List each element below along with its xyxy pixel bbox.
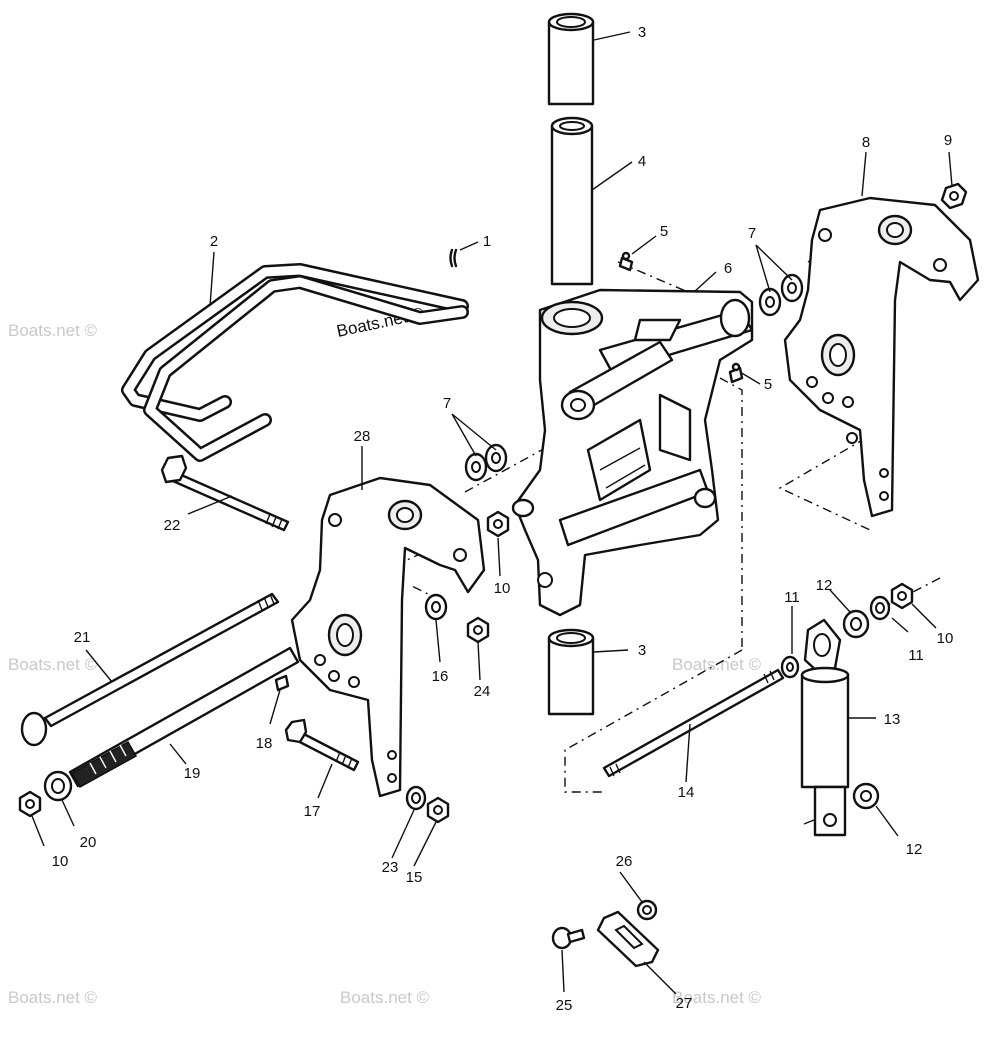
part-16-washer: [424, 593, 448, 621]
callout-21: 21: [74, 629, 91, 646]
callout-9: 9: [944, 132, 952, 149]
callout-11-left: 11: [784, 589, 800, 606]
part-17-bolt: [284, 718, 360, 772]
part-11-washer-left: [780, 655, 800, 679]
callout-27: 27: [676, 995, 693, 1012]
callout-19: 19: [184, 765, 201, 782]
part-27-plate: [596, 910, 660, 968]
part-7-washers-right: [758, 273, 804, 317]
part-28-clamp-bracket-left: [290, 476, 486, 798]
part-25-screw: [551, 926, 586, 950]
callout-20: 20: [80, 834, 97, 851]
part-19-tilt-tube: [68, 646, 300, 789]
part-8-clamp-bracket-right: [783, 196, 980, 518]
callout-1: 1: [483, 233, 491, 250]
callout-10-right: 10: [937, 630, 954, 647]
part-23-washer: [405, 785, 427, 811]
part-7-washers-left: [464, 443, 508, 482]
part-3-bushing-bottom: [547, 628, 595, 716]
part-1-cotter-pin: [449, 248, 458, 268]
callout-15: 15: [406, 869, 423, 886]
callout-16: 16: [432, 668, 449, 685]
part-3-bushing-top: [547, 12, 595, 106]
part-12-bushing-upper: [842, 609, 870, 639]
part-5-grease-fitting-lower: [728, 362, 744, 384]
callout-18: 18: [256, 735, 273, 752]
leader-lines: [31, 31, 953, 995]
part-10-nut-middle: [486, 510, 510, 538]
part-11-washer-right: [869, 595, 891, 621]
watermark: Boats.net ©: [8, 655, 98, 674]
callout-8: 8: [862, 134, 870, 151]
part-9-nut: [940, 182, 968, 210]
callout-5-upper: 5: [660, 223, 668, 240]
part-2-steering-bracket: [121, 263, 469, 462]
callout-13: 13: [884, 711, 901, 728]
part-21-long-bolt: [20, 592, 280, 747]
callout-10-middle: 10: [494, 580, 511, 597]
callout-26: 26: [616, 853, 633, 870]
watermark: Boats.net ©: [340, 988, 430, 1007]
callout-11-right: 11: [908, 647, 924, 664]
part-24-nut: [466, 616, 490, 644]
callout-10-left: 10: [52, 853, 69, 870]
callout-6: 6: [724, 260, 732, 277]
callout-24: 24: [474, 683, 491, 700]
callout-2: 2: [210, 233, 218, 250]
callout-3-bottom: 3: [638, 642, 646, 659]
part-22-bolt: [160, 454, 290, 532]
part-12-bushing-lower: [852, 782, 880, 810]
callout-12-upper: 12: [816, 577, 833, 594]
part-5-grease-fitting-upper: [618, 251, 634, 272]
callout-28: 28: [354, 428, 371, 445]
callout-14: 14: [678, 784, 695, 801]
part-20-spacer: [43, 770, 73, 802]
part-26-washer: [636, 899, 658, 921]
callout-25: 25: [556, 997, 573, 1014]
watermark: Boats.net ©: [8, 321, 98, 340]
part-4-tube: [550, 116, 594, 286]
part-14-rod: [602, 668, 785, 778]
watermark: Boats.net ©: [8, 988, 98, 1007]
callout-12-lower: 12: [906, 841, 923, 858]
callout-4: 4: [638, 153, 646, 170]
part-10-nut-right: [890, 582, 914, 610]
callout-labels: 1 2 3 3 4 5 5 6 7 7 8 9 10 10 10 11 11 1…: [52, 24, 954, 1014]
callout-23: 23: [382, 859, 399, 876]
callout-3-top: 3: [638, 24, 646, 41]
part-10-nut-left: [18, 790, 42, 818]
callout-5-lower: 5: [764, 376, 772, 393]
callout-17: 17: [304, 803, 321, 820]
part-6-swivel-bracket: [511, 288, 754, 617]
part-15-nut: [426, 796, 450, 824]
part-18-grease-fitting: [274, 674, 290, 692]
part-13-shock-absorber: [800, 618, 850, 837]
callout-7-left: 7: [443, 395, 451, 412]
callout-22: 22: [164, 517, 181, 534]
callout-7-right: 7: [748, 225, 756, 242]
watermark: Boats.net ©: [672, 988, 762, 1007]
